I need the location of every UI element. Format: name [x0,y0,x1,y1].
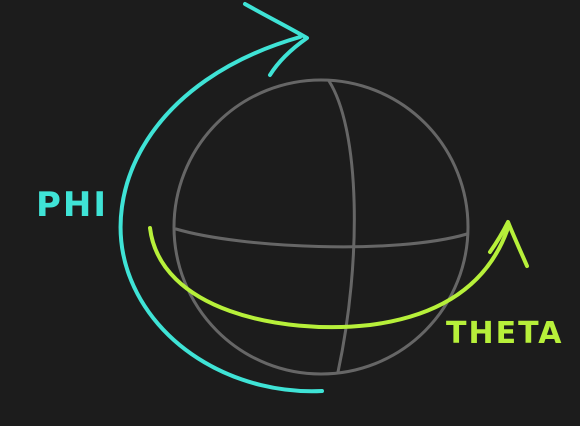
theta-label: THETA [446,316,563,351]
sphere-outline [172,78,470,376]
theta-arrow-arc [148,226,510,330]
phi-arrow-arc [118,35,324,394]
phi-arrowhead [243,2,309,77]
phi-label: PHI [36,185,108,225]
theta-arrowhead [488,220,529,268]
sphere-equator [174,227,469,249]
